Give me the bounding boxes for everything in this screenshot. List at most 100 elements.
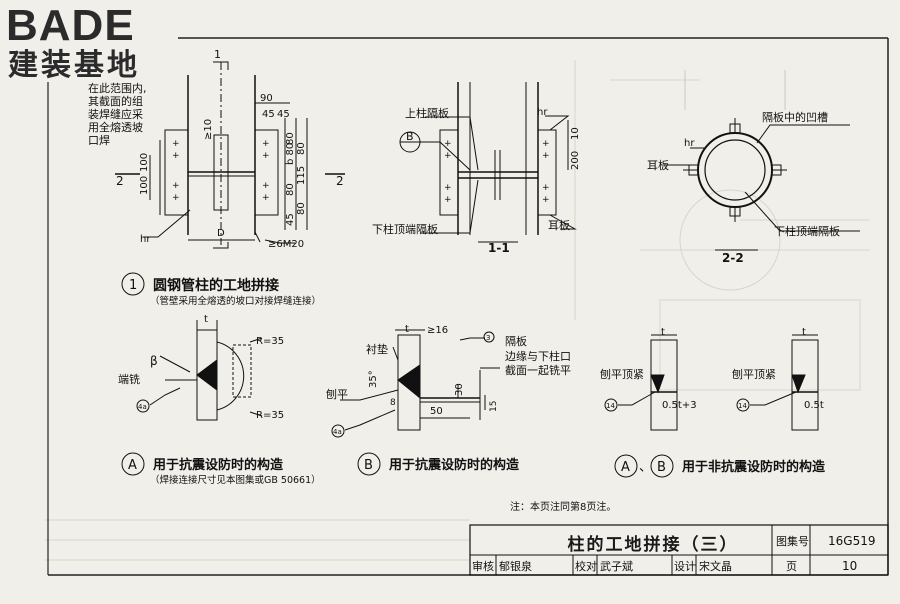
detail-a-r35-bottom: R=35 [256, 410, 284, 421]
lower-diaphragm-label-2: 下柱顶端隔板 [774, 224, 840, 238]
sheet-title: 柱的工地拼接（三） [567, 535, 739, 555]
detail-b-diaphragm: 隔板 [505, 334, 527, 348]
detail-b-pad: 衬垫 [366, 342, 388, 356]
page-label: 页 [786, 560, 797, 573]
detail-a-subtitle: （焊接连接尺寸见本图集或GB 50661） [150, 474, 321, 486]
atlas-label: 图集号 [776, 534, 809, 548]
detail-b-d50: 50 [430, 406, 443, 417]
svg-text:+: + [542, 195, 550, 205]
detail-b-note-1: 边缘与下柱口 [505, 349, 571, 363]
detail-b-t: t [405, 324, 409, 335]
hr-label-2: hr [684, 138, 695, 149]
dim-10-s11: 10 [570, 127, 581, 140]
design-label: 设计 [674, 560, 696, 573]
design-name: 宋文晶 [699, 559, 732, 573]
dim-hr: hr [140, 234, 151, 245]
svg-text:+: + [444, 195, 452, 205]
show-through-lines [45, 60, 870, 561]
detail-ab-letter-a: A [621, 460, 630, 475]
detail-1-title: 圆钢管柱的工地拼接 [153, 277, 279, 294]
page-note: 注：本页注同第8页注。 [510, 500, 616, 513]
note-line-2: 其截面的组 [88, 94, 143, 108]
dim-45a: 45 [262, 109, 275, 120]
detail-b-d30: 30 [454, 383, 465, 396]
detail-ab-label-1: 刨平顶紧 [600, 367, 644, 381]
detail-b-plane: 刨平 [326, 387, 348, 401]
ear-plate-label-2: 耳板 [647, 158, 669, 172]
detail-a-end-mill: 端铣 [118, 372, 140, 386]
detail-ab-text: t t 刨平顶紧 刨平顶紧 0.5t+3 0.5t 14 14 [600, 327, 824, 411]
section-1-1-title: 1-1 [488, 241, 510, 255]
detail-ab-caption: A 、 B 用于非抗震设防时的构造 [614, 454, 826, 478]
detail-ab-dim-1: 0.5t+3 [662, 400, 697, 411]
groove-label: 隔板中的凹槽 [762, 110, 828, 124]
detail-b-d15: 15 [489, 401, 499, 412]
dim-80b: 80 [285, 183, 296, 196]
svg-text:+: + [262, 151, 270, 161]
note-line-3: 装焊缝应采 [88, 107, 143, 121]
section-mark-1-top: 1 [214, 48, 221, 61]
dim-100a: 100 [139, 176, 150, 195]
dim-45b: 45 [277, 109, 290, 120]
page-value: 10 [842, 559, 857, 573]
dim-b80: b 80 [285, 143, 296, 165]
detail-ab-ref-1: 14 [606, 402, 615, 410]
detail-ab-sep: 、 [639, 460, 652, 475]
dim-80c: 80 [296, 142, 307, 155]
detail-a-caption: A 用于抗震设防时的构造 （焊接连接尺寸见本图集或GB 50661） [121, 452, 321, 486]
marker-B: B [406, 130, 414, 143]
dim-bolt: ≥6M20 [268, 239, 304, 250]
section-2-2-title: 2-2 [722, 251, 744, 265]
review-name: 郁银泉 [499, 559, 532, 573]
svg-text:+: + [542, 183, 550, 193]
detail-1-caption: 1 圆钢管柱的工地拼接 （管壁采用全熔透的坡口对接焊缝连接） [121, 272, 321, 307]
section-2-2-text: 隔板中的凹槽 耳板 hr 下柱顶端隔板 2-2 [647, 110, 840, 265]
detail-b-caption: B 用于抗震设防时的构造 [357, 452, 520, 476]
detail-a-r35-top: R=35 [256, 336, 284, 347]
review-label: 审核 [472, 559, 494, 573]
detail-b-angle: 35° [368, 370, 379, 388]
detail-ab-ref-2: 14 [738, 402, 747, 410]
svg-text:+: + [262, 181, 270, 191]
detail-b-letter: B [364, 458, 373, 473]
logo-text-cn: 建装基地 [8, 48, 140, 83]
svg-text:+: + [262, 193, 270, 203]
detail-a-beta: β [150, 354, 158, 368]
cut-label-2-right: 2 [336, 174, 344, 188]
dim-D: D [217, 228, 225, 239]
svg-text:+: + [172, 151, 180, 161]
lower-diaphragm-label: 下柱顶端隔板 [372, 222, 438, 236]
title-block-text: 图集号 16G519 页 10 审核 郁银泉 校对 武子斌 设计 宋文晶 [472, 534, 875, 573]
note-line-1: 在此范围内, [88, 81, 147, 95]
section-1-1: ++++ ++++ [399, 82, 577, 243]
svg-text:+: + [444, 139, 452, 149]
detail-a-ref: 4a [138, 403, 147, 411]
svg-text:+: + [542, 151, 550, 161]
title-block [469, 524, 889, 576]
detail-a-t: t [204, 314, 208, 325]
ear-plate-label-1: 耳板 [548, 218, 570, 232]
detail-ab-t1: t [661, 327, 665, 338]
svg-text:+: + [444, 183, 452, 193]
detail-b-ge16: ≥16 [427, 325, 448, 336]
dim-ge10: ≥10 [203, 119, 214, 140]
note-line-4: 用全熔透坡 [88, 120, 143, 134]
detail-b-text: t ≥16 3 衬垫 35° 刨平 隔板 边缘与下柱口 截面一起铣平 30 50… [326, 324, 571, 436]
detail-ab-title: 用于非抗震设防时的构造 [681, 459, 826, 475]
detail-1-number: 1 [129, 278, 137, 293]
dim-80a: 80 [285, 132, 296, 145]
logo-text-en: BADE [6, 1, 135, 50]
svg-text:+: + [542, 139, 550, 149]
svg-text:+: + [172, 193, 180, 203]
check-name: 武子斌 [600, 560, 633, 573]
dim-80d: 80 [296, 202, 307, 215]
detail-ab-dim-2: 0.5t [804, 400, 824, 411]
note-line-5: 口焊 [88, 133, 110, 147]
svg-text:+: + [172, 139, 180, 149]
dim-45c: 45 [285, 213, 296, 226]
dim-100b: 100 [139, 153, 150, 172]
atlas-value: 16G519 [828, 534, 875, 548]
detail-b-d8: 8 [390, 398, 396, 408]
